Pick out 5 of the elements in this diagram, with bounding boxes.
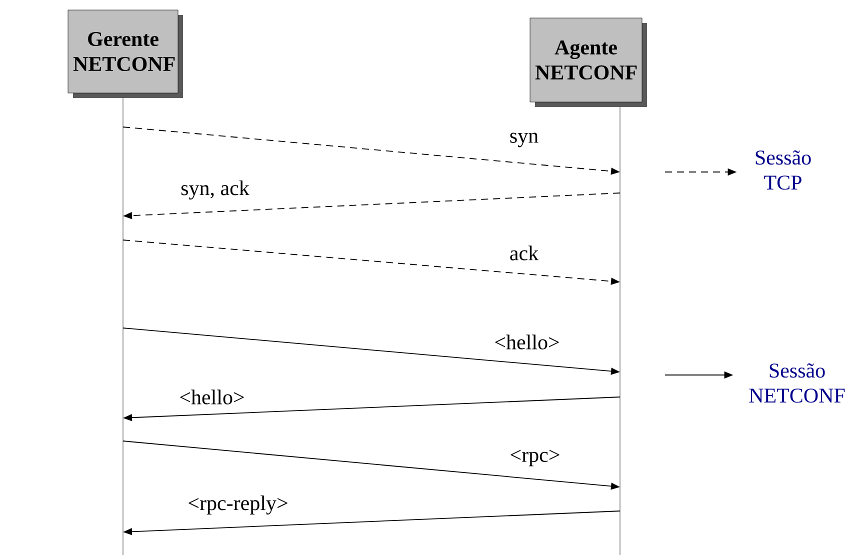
edge-label: <hello> — [180, 390, 244, 404]
session-label: Sessão TCP — [756, 150, 811, 190]
session-label: Sessão NETCONF — [749, 363, 845, 403]
edge-label: <rpc-reply> — [188, 495, 288, 515]
edge-label: syn, ack — [181, 180, 250, 200]
